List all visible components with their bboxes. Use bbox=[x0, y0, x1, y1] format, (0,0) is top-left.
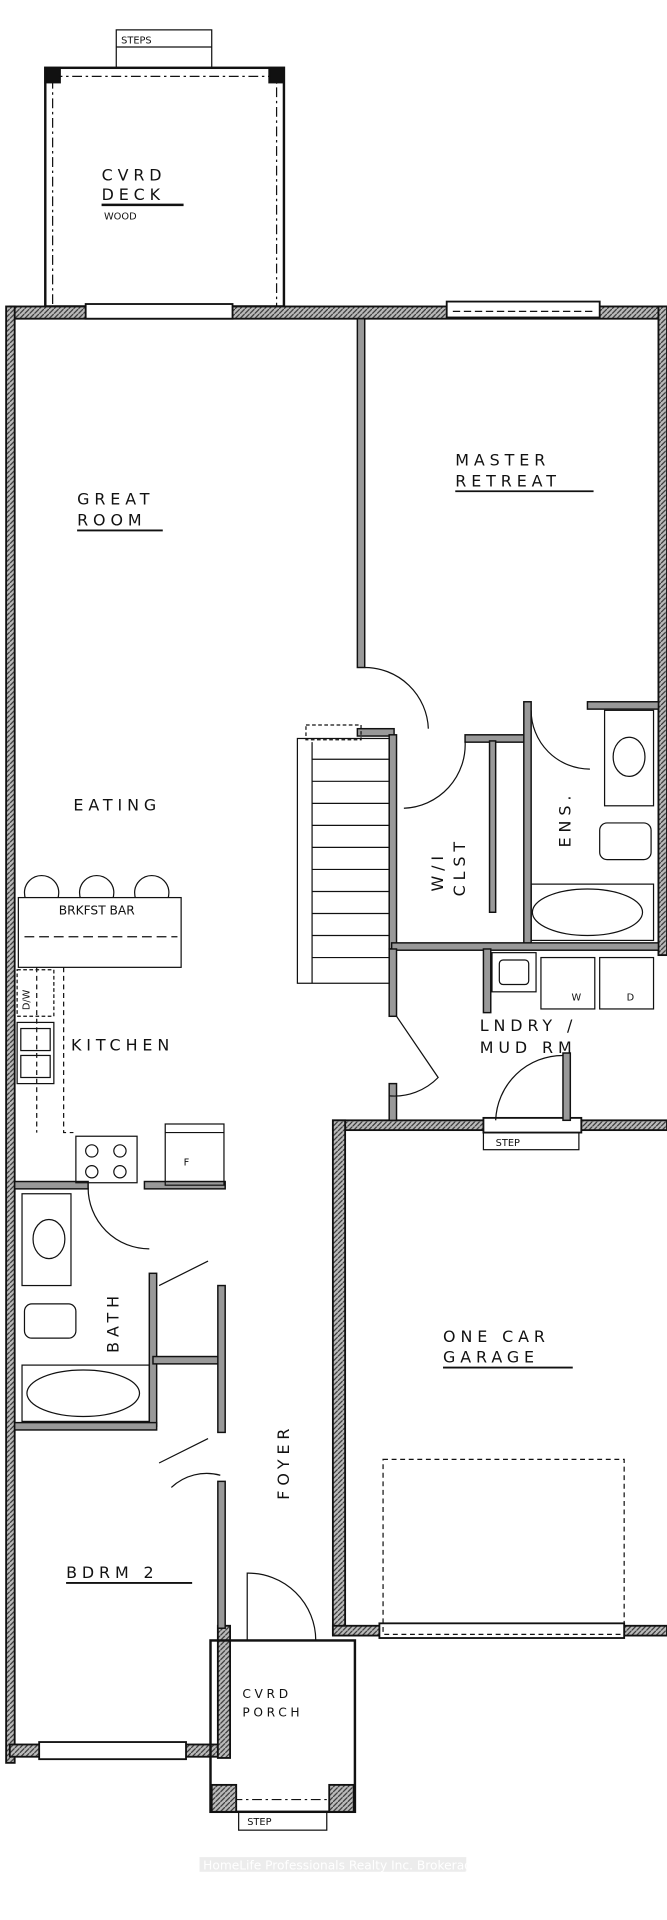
labels: CVRD DECK WOOD STEPS MASTER RETREAT GREA… bbox=[21, 35, 634, 1828]
garage-label-2: GARAGE bbox=[443, 1348, 539, 1367]
garage-door-outline bbox=[382, 1458, 625, 1635]
porch-label-1: CVRD bbox=[242, 1687, 291, 1701]
porch-step-label: STEP bbox=[247, 1817, 271, 1828]
closet-label-2: CLST bbox=[450, 837, 469, 896]
bath-fixtures bbox=[21, 1193, 150, 1423]
kitchen-label: KITCHEN bbox=[71, 1036, 174, 1055]
dryer-label: D bbox=[627, 992, 635, 1003]
fridge-label: F bbox=[184, 1158, 190, 1169]
laundry-label-2: MUD RM bbox=[480, 1038, 577, 1057]
ensuite-fixtures bbox=[530, 709, 655, 942]
stairs bbox=[296, 724, 390, 984]
brkfst-bar-label: BRKFST BAR bbox=[59, 904, 136, 918]
ensuite-label: ENS. bbox=[555, 791, 574, 848]
master-label-2: RETREAT bbox=[455, 471, 561, 490]
bath-label: BATH bbox=[104, 1291, 123, 1353]
laundry-label-1: LNDRY / bbox=[480, 1016, 577, 1035]
interior-walls bbox=[13, 317, 660, 1629]
foyer-label: FOYER bbox=[274, 1424, 293, 1500]
eating-label: EATING bbox=[73, 796, 161, 815]
closet-label-1: W/I bbox=[428, 851, 447, 891]
garage-label-1: ONE CAR bbox=[443, 1327, 550, 1346]
deck-steps-label: STEPS bbox=[121, 35, 151, 46]
washer-label: W bbox=[572, 992, 582, 1003]
deck-material: WOOD bbox=[104, 212, 137, 223]
covered-porch bbox=[209, 1639, 357, 1831]
door-swings bbox=[87, 666, 590, 1641]
great-room-label-2: ROOM bbox=[77, 511, 146, 530]
watermark: HomeLife Professionals Realty Inc. Broke… bbox=[203, 1858, 479, 1872]
great-room-label-1: GREAT bbox=[77, 490, 154, 509]
exterior-walls bbox=[5, 300, 667, 1764]
garage-step-label: STEP bbox=[496, 1138, 520, 1149]
deck-label-1: CVRD bbox=[102, 165, 167, 184]
laundry-fixtures bbox=[491, 952, 655, 1010]
porch-label-2: PORCH bbox=[242, 1705, 303, 1719]
deck-label-2: DECK bbox=[102, 185, 165, 204]
kitchen-fixtures bbox=[16, 874, 225, 1186]
dishwasher-label: D/W bbox=[21, 989, 32, 1010]
bedroom2-label: BDRM 2 bbox=[66, 1563, 159, 1582]
master-label-1: MASTER bbox=[455, 451, 550, 470]
